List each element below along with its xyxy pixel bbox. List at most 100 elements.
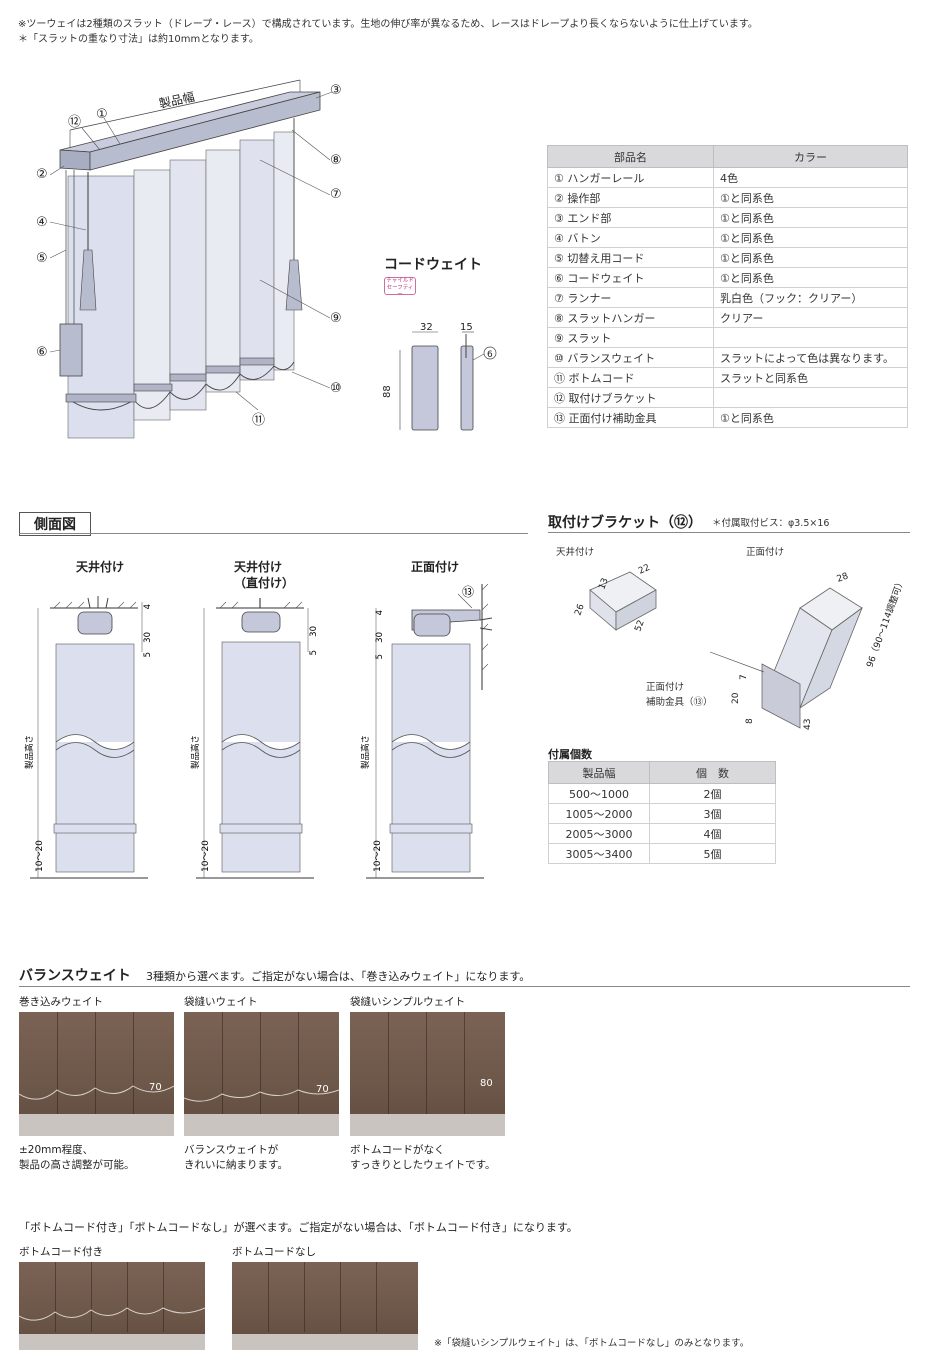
parts-header-color: カラー [713, 145, 908, 168]
callout-12: ⑫ [68, 115, 81, 130]
side-view-front: 4 30 5 製品高さ 10～20 ⑬ [360, 583, 493, 879]
table-row: ⑦ ランナー乳白色（フック：クリアー） [547, 287, 908, 308]
callout-7: ⑦ [330, 187, 342, 202]
view2-subtitle: （直付け） [234, 576, 295, 590]
bracket-rule [548, 532, 910, 533]
photo2-dim: 70 [316, 1084, 329, 1095]
side-view-ceiling-direct: 30 5 製品高さ 10～20 [190, 598, 319, 879]
svg-text:20: 20 [731, 692, 741, 704]
table-row: ⑪ ボトムコードスラットと同系色 [547, 367, 908, 388]
intro-note-2: ＊「スラットの重なり寸法」は約10mmとなります。 [18, 34, 259, 45]
svg-text:43: 43 [803, 719, 813, 730]
balance-cap-1b: 製品の高さ調整が可能。 [19, 1159, 135, 1171]
balance-cap-2b: きれいに納まります。 [184, 1159, 288, 1171]
svg-text:96（90～114調整可）: 96（90～114調整可） [864, 577, 907, 670]
side-view-ceiling: 4 30 5 製品高さ 10～20 [24, 596, 153, 879]
svg-text:5: 5 [143, 652, 153, 657]
svg-text:製品高さ: 製品高さ [360, 735, 371, 769]
aux-label-2: 補助金具（⑬） [646, 697, 713, 708]
svg-text:7: 7 [739, 674, 749, 680]
cord-weight-drawing: 32 15 88 6 [382, 322, 497, 431]
photo-simple-weight: 80 [350, 1012, 505, 1136]
photo1-dim: 70 [149, 1082, 162, 1093]
aux-label-1: 正面付け [646, 682, 685, 693]
bracket-ceiling-drawing: 22 13 26 52 [573, 563, 657, 633]
callout-4: ④ [36, 215, 48, 230]
svg-text:製品高さ: 製品高さ [24, 735, 35, 769]
balance-label-2: 袋縫いウェイト [184, 996, 258, 1008]
balance-rule [19, 986, 910, 987]
svg-text:22: 22 [637, 563, 652, 577]
svg-text:8: 8 [745, 718, 755, 724]
callout-1: ① [96, 107, 108, 122]
bracket-ceiling-label: 天井付け [556, 547, 595, 558]
count-header-qty: 個 数 [649, 761, 776, 784]
svg-text:13: 13 [597, 577, 610, 591]
callout-5: ⑤ [36, 251, 48, 266]
count-title: 付属個数 [548, 748, 592, 761]
svg-text:5: 5 [375, 654, 385, 659]
photo-without-cord [232, 1262, 418, 1350]
view1-title: 天井付け [76, 560, 125, 574]
svg-text:4: 4 [375, 610, 385, 615]
callout-3: ③ [330, 83, 342, 98]
svg-text:30: 30 [309, 626, 319, 637]
photo-with-cord [19, 1262, 205, 1350]
bracket-front-label: 正面付け [746, 547, 785, 558]
table-row: ⑩ バランスウェイトスラットによって色は異なります。 [547, 347, 908, 368]
balance-desc: 3種類から選べます。ご指定がない場合は、「巻き込みウェイト」になります。 [146, 970, 531, 983]
balance-cap-3b: すっきりとしたウェイトです。 [350, 1159, 496, 1171]
svg-text:26: 26 [573, 603, 586, 617]
table-row: ⑧ スラットハンガークリアー [547, 307, 908, 328]
bracket-title: 取付けブラケット（⑫） [548, 515, 702, 531]
balance-cap-3a: ボトムコードがなく [350, 1144, 445, 1156]
callout-2: ② [36, 167, 48, 182]
photo-wrap-weight: 70 [19, 1012, 174, 1136]
svg-text:10～20: 10～20 [35, 840, 45, 872]
svg-text:製品高さ: 製品高さ [190, 735, 201, 769]
cord-dim-d: 15 [460, 322, 473, 333]
view2-title: 天井付け [234, 560, 283, 574]
callout-13: ⑬ [462, 585, 474, 599]
photo-bag-weight: 70 [184, 1012, 339, 1136]
intro-note-1: ※ツーウェイは2種類のスラット（ドレープ・レース）で構成されています。生地の伸び… [18, 19, 758, 30]
balance-label-3: 袋縫いシンプルウェイト [350, 996, 466, 1008]
callout-10: ⑩ [330, 381, 342, 396]
svg-text:4: 4 [143, 604, 153, 609]
balance-title: バランスウェイト [19, 968, 131, 984]
count-header-width: 製品幅 [548, 761, 650, 784]
callout-11: ⑪ [252, 413, 265, 428]
child-safety-badge: チャイルド セーフティー [384, 277, 416, 298]
bracket-front-drawing: 28 96（90～114調整可） 7 20 8 43 [709, 571, 907, 730]
cord-dim-w: 32 [420, 322, 433, 333]
svg-text:10～20: 10～20 [373, 840, 383, 872]
callout-9: ⑨ [330, 311, 342, 326]
photo3-dim: 80 [480, 1078, 493, 1089]
view3-title: 正面付け [411, 560, 460, 574]
bottom-cord-label-2: ボトムコードなし [232, 1246, 316, 1258]
cord-callout: 6 [487, 350, 493, 360]
table-row: ⑫ 取付けブラケット [547, 387, 908, 408]
cord-weight-title: コードウェイト [384, 257, 482, 273]
side-view-title: 側面図 [19, 512, 91, 536]
svg-text:30: 30 [375, 632, 385, 643]
cord-dim-h: 88 [382, 385, 393, 398]
svg-text:28: 28 [836, 571, 850, 584]
side-view-rule [19, 533, 528, 534]
parts-header-name: 部品名 [547, 145, 714, 168]
callout-8: ⑧ [330, 153, 342, 168]
svg-text:10～20: 10～20 [201, 840, 211, 872]
table-row: ⑨ スラット [547, 327, 908, 348]
